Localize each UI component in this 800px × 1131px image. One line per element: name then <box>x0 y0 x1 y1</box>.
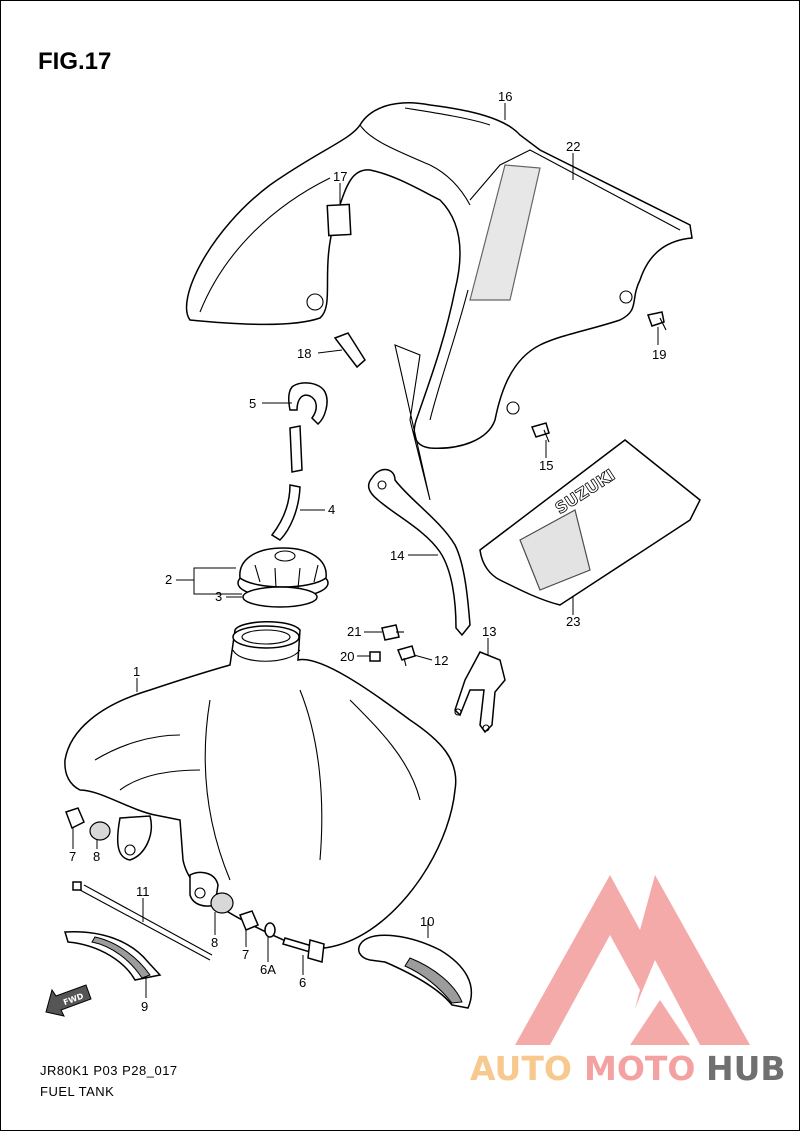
part-7-collar-rear <box>239 910 259 931</box>
part-12-bolt <box>396 645 416 667</box>
callout-3: 3 <box>215 589 222 604</box>
part-3-gasket <box>242 586 318 608</box>
callout-8-rear: 8 <box>211 935 218 950</box>
part-17-caution-label <box>326 203 352 237</box>
callout-9: 9 <box>141 999 148 1014</box>
figure-name: FUEL TANK <box>40 1084 115 1099</box>
figure-code: JR80K1 P03 P28_017 <box>40 1063 178 1078</box>
part-13-clip <box>454 651 506 734</box>
callout-13: 13 <box>482 624 496 639</box>
part-6a-washer <box>264 922 276 938</box>
watermark-moto: MOTO <box>584 1049 695 1088</box>
callout-7-front: 7 <box>69 849 76 864</box>
watermark-text: AUTO MOTO HUB <box>470 1049 786 1088</box>
part-18-screw <box>647 311 667 331</box>
callout-18: 19 <box>652 347 666 362</box>
watermark-logo-icon <box>515 875 750 1045</box>
callout-10: 10 <box>420 914 434 929</box>
callout-19: 18 <box>297 346 311 361</box>
part-4-breather-hose <box>270 425 303 541</box>
callout-6a: 6A <box>260 962 276 977</box>
callout-12: 12 <box>434 653 448 668</box>
watermark-hub: HUB <box>706 1049 786 1088</box>
callout-labels: 16 22 17 18 19 15 5 4 2 3 14 23 13 21 20… <box>69 89 666 1014</box>
part-10-cover <box>358 934 473 1009</box>
callout-16: 16 <box>498 89 512 104</box>
part-9-pad <box>64 931 162 981</box>
shroud-mounting-line <box>394 344 431 501</box>
leader-lines <box>72 103 659 998</box>
callout-5: 5 <box>249 396 256 411</box>
callout-2: 2 <box>165 572 172 587</box>
callout-23: 23 <box>566 614 580 629</box>
part-19-plate <box>333 332 366 369</box>
callout-7-rear: 7 <box>242 947 249 962</box>
callout-22: 22 <box>566 139 580 154</box>
callout-1: 1 <box>133 664 140 679</box>
part-15-screw <box>530 422 550 443</box>
callout-15: 15 <box>539 458 553 473</box>
figure-title: FIG.17 <box>38 48 112 75</box>
part-7-collar-front <box>65 807 85 830</box>
callout-14: 14 <box>390 548 404 563</box>
part-16-shroud <box>185 102 693 449</box>
callout-20: 20 <box>340 649 354 664</box>
fwd-arrow-icon: FWD <box>45 984 92 1017</box>
watermark-auto: AUTO <box>470 1049 572 1088</box>
callout-11: 11 <box>136 884 150 899</box>
part-8-grommet-rear <box>210 892 234 914</box>
part-5-clamp <box>287 382 328 426</box>
part-20-collar <box>369 651 381 662</box>
callout-8-front: 8 <box>93 849 100 864</box>
part-1-fuel-tank <box>64 621 457 950</box>
part-14-bracket <box>367 468 471 637</box>
callout-17: 17 <box>333 169 347 184</box>
callout-4: 4 <box>328 502 335 517</box>
part-21-bolt <box>381 624 404 641</box>
part-11-strap <box>72 881 213 961</box>
callout-6: 6 <box>299 975 306 990</box>
callout-21: 21 <box>347 624 361 639</box>
part-8-grommet-front <box>89 821 111 841</box>
part-23-decal: SUZUKI <box>479 439 701 606</box>
part-6-bolt <box>282 937 325 963</box>
